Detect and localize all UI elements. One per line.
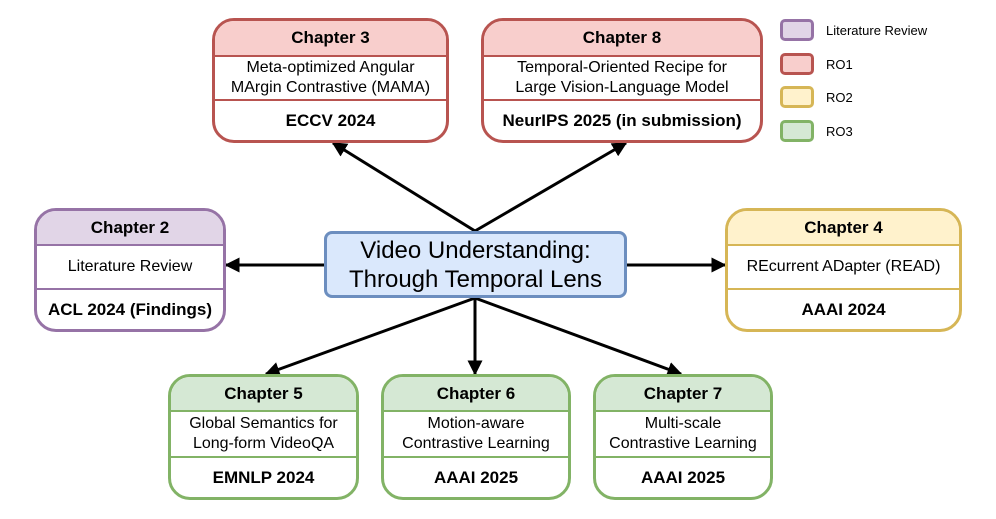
chapter-6-desc-line-1: Motion-aware bbox=[427, 415, 525, 432]
chapter-6-venue: AAAI 2025 bbox=[433, 467, 519, 487]
chapter-6-title: Chapter 6 bbox=[384, 377, 568, 412]
chapter-3-desc-line-2: MArgin Contrastive (MAMA) bbox=[230, 79, 431, 96]
legend-item-literature-review: Literature Review bbox=[780, 19, 927, 41]
chapter-7-desc-line-1: Multi-scale bbox=[644, 415, 722, 432]
chapter-5-title: Chapter 5 bbox=[171, 377, 356, 412]
arrow-to-chapter-5 bbox=[264, 296, 476, 377]
chapter-4-title: Chapter 4 bbox=[728, 211, 959, 246]
chapter-3-desc-line-1: Meta-optimized Angular bbox=[246, 59, 415, 76]
chapter-5-card: Chapter 5 Global Semantics for Long-form… bbox=[168, 374, 359, 500]
chapter-7-title: Chapter 7 bbox=[596, 377, 770, 412]
chapter-6-desc-line-2: Contrastive Learning bbox=[402, 435, 550, 452]
chapter-2-title: Chapter 2 bbox=[37, 211, 223, 246]
chapter-2-card: Chapter 2 Literature Review ACL 2024 (Fi… bbox=[34, 208, 226, 332]
chapter-3-title: Chapter 3 bbox=[215, 21, 446, 57]
chapter-2-description: Literature Review bbox=[37, 246, 223, 290]
legend-label: RO1 bbox=[826, 56, 853, 72]
chapter-7-desc-line-2: Contrastive Learning bbox=[609, 435, 757, 452]
central-topic-line-2: Through Temporal Lens bbox=[348, 265, 603, 293]
chapter-5-venue: EMNLP 2024 bbox=[212, 467, 315, 487]
central-topic-line-1: Video Understanding: bbox=[360, 236, 591, 264]
chapter-5-description: Global Semantics for Long-form VideoQA bbox=[171, 412, 356, 458]
chapter-4-desc-line-1: REcurrent ADapter (READ) bbox=[746, 258, 941, 275]
chapter-8-title: Chapter 8 bbox=[484, 21, 760, 57]
chapter-4-card: Chapter 4 REcurrent ADapter (READ) AAAI … bbox=[725, 208, 962, 332]
chapter-8-desc-line-1: Temporal-Oriented Recipe for bbox=[517, 59, 727, 76]
legend-item-ro3: RO3 bbox=[780, 120, 853, 142]
chapter-7-venue: AAAI 2025 bbox=[640, 467, 726, 487]
chapter-7-card: Chapter 7 Multi-scale Contrastive Learni… bbox=[593, 374, 773, 500]
chapter-8-venue: NeurIPS 2025 (in submission) bbox=[502, 110, 742, 130]
chapter-4-description: REcurrent ADapter (READ) bbox=[728, 246, 959, 290]
legend-label: Literature Review bbox=[826, 22, 928, 38]
chapter-3-venue: ECCV 2024 bbox=[285, 110, 376, 130]
legend-swatch-literature-review bbox=[780, 19, 814, 41]
chapter-8-card: Chapter 8 Temporal-Oriented Recipe for L… bbox=[481, 18, 763, 143]
chapter-7-description: Multi-scale Contrastive Learning bbox=[596, 412, 770, 458]
arrow-to-chapter-3 bbox=[331, 141, 476, 233]
chapter-4-venue: AAAI 2024 bbox=[801, 299, 886, 319]
legend-swatch-ro2 bbox=[780, 86, 814, 108]
chapter-8-desc-line-2: Large Vision-Language Model bbox=[515, 79, 729, 96]
chapter-8-description: Temporal-Oriented Recipe for Large Visio… bbox=[484, 57, 760, 101]
legend-label: RO2 bbox=[826, 89, 853, 105]
legend-item-ro1: RO1 bbox=[780, 53, 853, 75]
chapter-3-card: Chapter 3 Meta-optimized Angular MArgin … bbox=[212, 18, 449, 143]
chapter-5-desc-line-1: Global Semantics for bbox=[189, 415, 338, 432]
chapter-6-card: Chapter 6 Motion-aware Contrastive Learn… bbox=[381, 374, 571, 500]
arrow-to-chapter-7 bbox=[474, 296, 683, 377]
chapter-2-venue: ACL 2024 (Findings) bbox=[47, 299, 213, 319]
chapter-6-description: Motion-aware Contrastive Learning bbox=[384, 412, 568, 458]
arrow-to-chapter-8 bbox=[474, 141, 628, 233]
legend-label: RO3 bbox=[826, 123, 853, 139]
legend-item-ro2: RO2 bbox=[780, 86, 853, 108]
chapter-3-description: Meta-optimized Angular MArgin Contrastiv… bbox=[215, 57, 446, 101]
legend-swatch-ro1 bbox=[780, 53, 814, 75]
central-topic-box: Video Understanding: Through Temporal Le… bbox=[324, 231, 627, 298]
legend-swatch-ro3 bbox=[780, 120, 814, 142]
chapter-5-desc-line-2: Long-form VideoQA bbox=[192, 435, 335, 452]
chapter-2-desc-line-1: Literature Review bbox=[67, 258, 193, 275]
